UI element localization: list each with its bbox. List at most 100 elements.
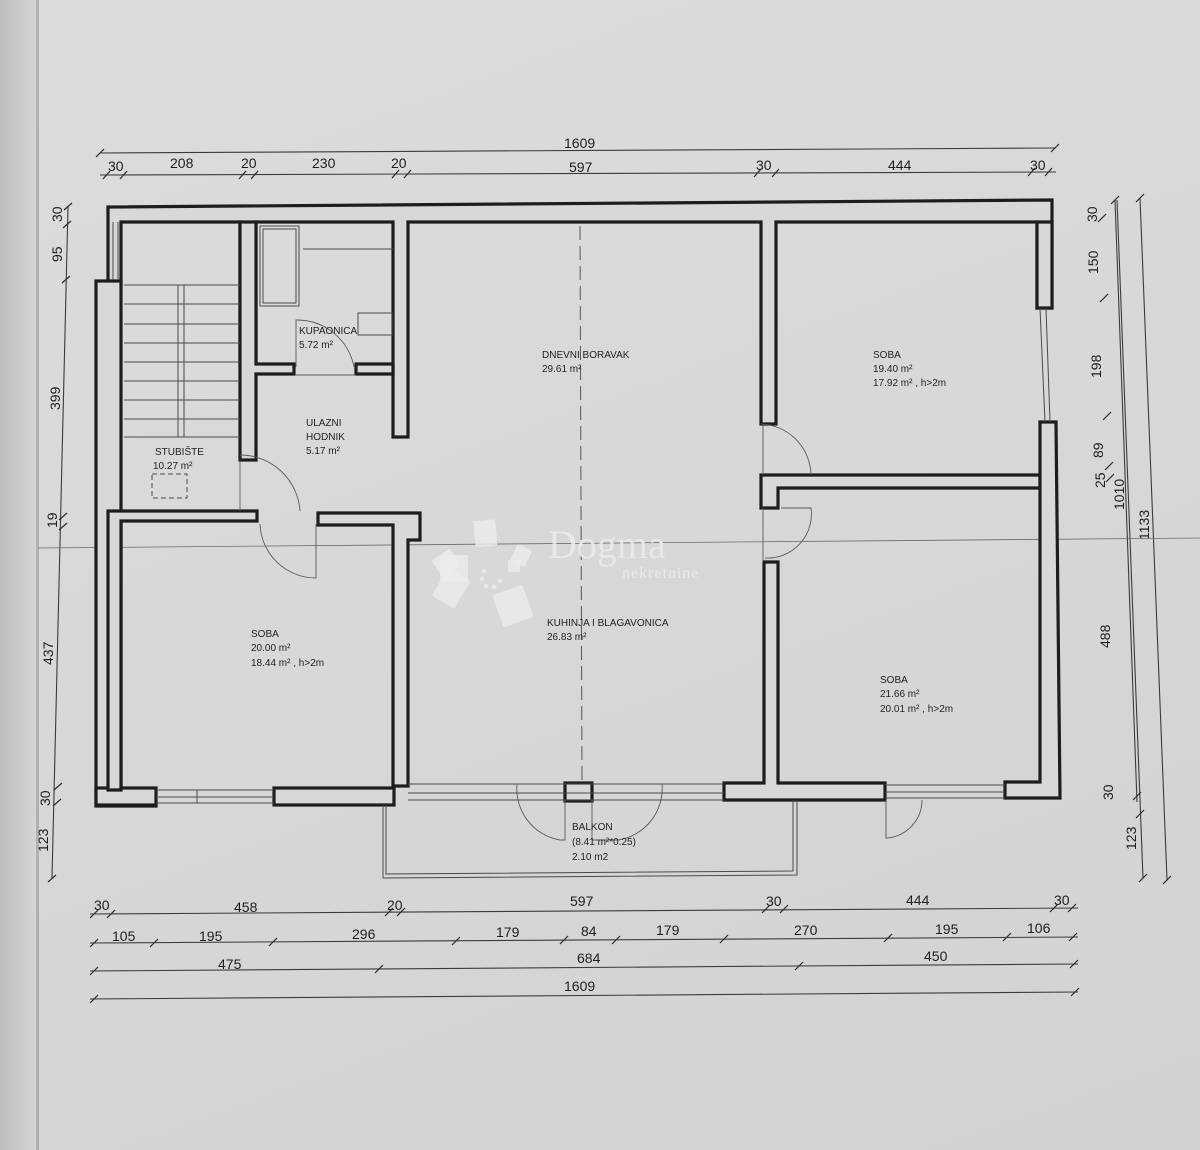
dim-bottom-row2: 195 (935, 921, 959, 937)
room-area: 29.61 m² (542, 364, 582, 375)
door-lower-right-balcony (885, 799, 923, 839)
dim-bottom-row1: 30 (1054, 892, 1070, 908)
dim-right-seg: 25 (1092, 472, 1108, 488)
room-kuhinja-blagavonica: KUHINJA I BLAGAVONICA 26.83 m² (547, 618, 669, 643)
watermark-brand: Dogma (548, 522, 666, 567)
room-area: (8.41 m²*0.25) (572, 837, 636, 848)
room-area: 21.66 m² (880, 689, 920, 700)
dim-left-seg: 399 (47, 386, 63, 410)
sink-icon (357, 312, 393, 336)
room-name: KUHINJA I BLAGAVONICA (547, 618, 669, 629)
dim-right-seg: 123 (1123, 826, 1139, 850)
staircase (112, 222, 240, 499)
room-area-h: 18.44 m² , h>2m (251, 658, 324, 669)
walls (94, 198, 1062, 808)
wall-rooms-right-divider (759, 473, 1042, 510)
room-name: KUPAONICA (299, 326, 357, 337)
dim-top-seg: 30 (756, 157, 772, 173)
dim-right-seg: 30 (1100, 784, 1116, 800)
room-area: 26.83 m² (547, 632, 587, 643)
wall-bottom-mid-left (272, 786, 396, 807)
room-balkon: BALKON (8.41 m²*0.25) 2.10 m2 (572, 822, 636, 863)
room-area: 5.17 m² (306, 446, 341, 457)
room-name: ULAZNI (306, 418, 342, 429)
dim-top-seg: 208 (170, 155, 194, 171)
room-name: SOBA (880, 675, 908, 686)
wall-bottom-left (94, 786, 158, 807)
dim-bottom-row1: 30 (94, 897, 110, 913)
watermark-sub: nekretnine (622, 565, 700, 582)
wall-hall-left (238, 220, 296, 462)
room-area: 20.00 m² (251, 643, 291, 654)
dim-bottom-row1: 30 (766, 893, 782, 909)
dim-top-seg: 30 (1030, 157, 1046, 173)
door-balcony-right (591, 783, 663, 841)
room-soba-lower-right: SOBA 21.66 m² 20.01 m² , h>2m (880, 675, 953, 715)
dim-right-seg: 488 (1097, 624, 1113, 648)
room-soba-left: SOBA 20.00 m² 18.44 m² , h>2m (251, 629, 324, 669)
wall-bottom-center-right (722, 560, 887, 802)
room-name: BALKON (572, 822, 613, 833)
dim-bottom-row1: 597 (570, 893, 594, 909)
dim-bottom-row1: 20 (387, 897, 403, 913)
watermark-logo (432, 519, 534, 627)
dim-left-seg: 437 (40, 641, 56, 665)
binder-edge (0, 0, 38, 1150)
room-name: STUBIŠTE (155, 445, 204, 458)
room-divider-dashed (579, 225, 583, 781)
bathtub-icon (259, 225, 300, 307)
dim-bottom-row3: 450 (924, 948, 948, 964)
dim-left-seg: 95 (49, 246, 65, 262)
section-reference-line (37, 537, 1200, 549)
door-lower-right-room (764, 507, 812, 559)
left-dimensions: 30 95 399 19 437 30 123 (35, 202, 73, 883)
door-bathroom (295, 319, 355, 368)
dim-top-seg: 20 (241, 155, 257, 171)
room-area-h: 2.10 m2 (572, 852, 609, 863)
room-area-h: 17.92 m² , h>2m (873, 378, 946, 389)
room-stubiste: STUBIŠTE 10.27 m² (153, 445, 204, 472)
dim-right-seg: 198 (1088, 354, 1104, 378)
wall-bath-bottom (354, 362, 395, 376)
dim-bottom-row1: 458 (234, 899, 258, 915)
dim-bottom-row3: 684 (577, 950, 601, 966)
wall-room-left-top (106, 509, 259, 792)
dim-bottom-row2: 179 (496, 924, 520, 940)
top-dimensions: 1609 30 208 20 230 20 597 30 444 30 (95, 135, 1060, 180)
dim-bottom-row2: 106 (1027, 920, 1051, 936)
dim-left-seg: 123 (35, 828, 51, 852)
wall-hall-bottom-right (316, 511, 422, 788)
dim-left-seg: 19 (44, 512, 60, 528)
room-area: 10.27 m² (153, 461, 193, 472)
dim-top-seg: 30 (108, 158, 124, 174)
dim-bottom-row1: 444 (906, 892, 930, 908)
room-kupaonica: KUPAONICA 5.72 m² (299, 326, 357, 351)
outer-wall-right-upper (1035, 220, 1054, 310)
room-ulazni-hodnik: ULAZNI HODNIK 5.17 m² (306, 418, 345, 457)
room-area-h: 20.01 m² , h>2m (880, 704, 953, 715)
room-name: SOBA (873, 350, 901, 361)
dim-left-seg: 30 (37, 790, 53, 806)
dim-right-total: 1133 (1136, 510, 1152, 540)
room-area: 5.72 m² (299, 340, 334, 351)
dim-right-seg: 150 (1085, 250, 1101, 274)
room-area: 19.40 m² (873, 364, 913, 375)
dim-right-seg: 89 (1090, 442, 1106, 458)
dim-bottom-overall: 1609 (564, 978, 595, 994)
door-hall-stair (239, 454, 301, 512)
wall-balcony-pier (563, 781, 594, 803)
dim-top-seg: 230 (312, 155, 336, 171)
page-fold (36, 0, 39, 1150)
paper-sheet (39, 0, 1200, 1150)
dim-bottom-row2: 105 (112, 928, 136, 944)
door-balcony-left (516, 783, 566, 841)
room-name-2: HODNIK (306, 432, 345, 443)
door-upper-right-room (760, 423, 812, 476)
outer-wall-left (94, 279, 158, 808)
dim-top-seg: 444 (888, 157, 912, 173)
dim-right-inner-total: 1010 (1111, 479, 1127, 510)
dim-left-seg: 30 (49, 206, 65, 222)
dim-bottom-row2: 296 (352, 926, 376, 942)
balcony-outline (382, 800, 798, 879)
